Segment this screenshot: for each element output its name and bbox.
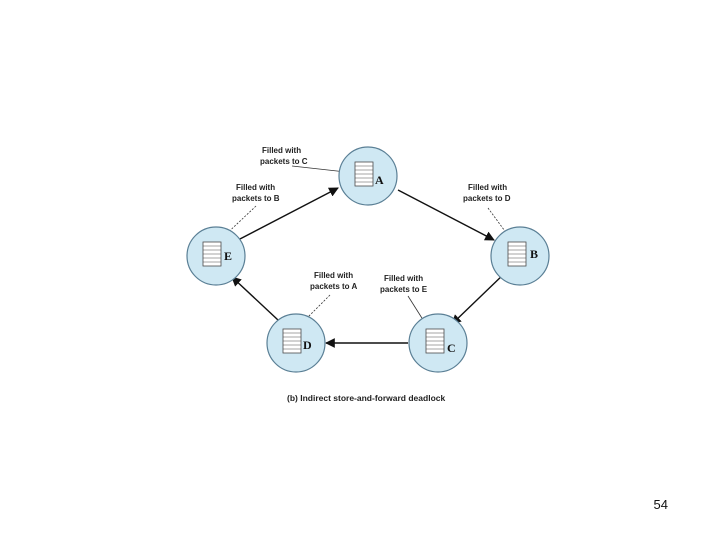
link-b-to-c <box>451 271 507 325</box>
node-label-a: A <box>375 173 384 187</box>
node-b: B <box>490 226 550 286</box>
link-e-to-a <box>237 187 339 241</box>
node-d: D <box>266 313 326 373</box>
node-a: A <box>338 146 398 206</box>
figure-caption: (b) Indirect store-and-forward deadlock <box>287 393 445 403</box>
node-label-e: E <box>224 249 232 263</box>
buffer-icon <box>282 328 302 354</box>
note-a-line-1: Filled with <box>262 146 301 155</box>
note-c-line-2: packets to E <box>380 285 428 294</box>
note-c-line-1: Filled with <box>384 274 423 283</box>
note-e-line-1: Filled with <box>236 183 275 192</box>
callout-arrow-b <box>487 207 511 239</box>
note-d: Filled with packets to A <box>310 271 357 291</box>
buffer-icon <box>354 161 374 187</box>
node-c: C <box>408 313 468 373</box>
note-b: Filled with packets to D <box>463 183 511 203</box>
note-d-line-1: Filled with <box>314 271 353 280</box>
note-a: Filled with packets to C <box>260 146 308 166</box>
note-b-line-2: packets to D <box>463 194 511 203</box>
callout-arrow-a <box>291 165 347 174</box>
buffer-icon <box>425 328 445 354</box>
buffer-icon <box>202 241 222 267</box>
note-b-line-1: Filled with <box>468 183 507 192</box>
callout-arrow-e <box>219 205 257 241</box>
node-label-c: C <box>447 341 456 355</box>
note-e: Filled with packets to B <box>232 183 280 203</box>
node-e: E <box>186 226 246 286</box>
node-label-b: B <box>530 247 538 261</box>
page-number: 54 <box>653 497 668 512</box>
note-c: Filled with packets to E <box>380 274 428 294</box>
link-d-to-e <box>231 276 279 321</box>
node-label-d: D <box>303 338 312 352</box>
note-e-line-2: packets to B <box>232 194 280 203</box>
note-a-line-2: packets to C <box>260 157 308 166</box>
buffer-icon <box>507 241 527 267</box>
note-d-line-2: packets to A <box>310 282 357 291</box>
link-a-to-b <box>397 189 495 241</box>
